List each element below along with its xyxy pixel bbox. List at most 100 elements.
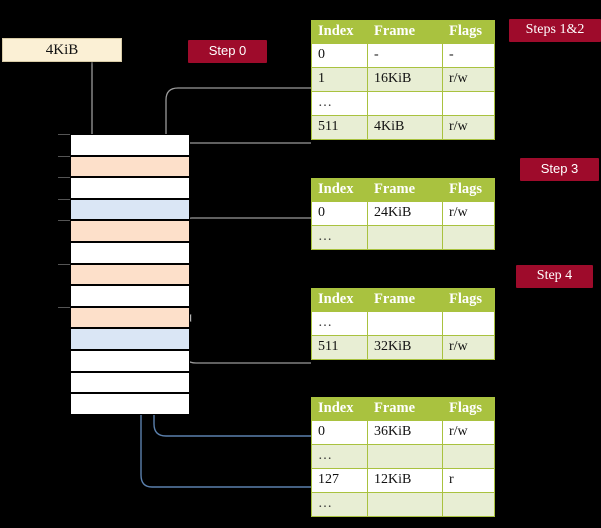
column-header-frame: Frame <box>367 20 443 44</box>
cell-flags: r/w <box>442 201 495 226</box>
cell-flags <box>442 444 495 469</box>
table-row: 511 4KiB r/w <box>311 115 495 140</box>
memory-frame-row <box>70 350 190 372</box>
column-header-flags: Flags <box>442 178 495 202</box>
table-header-row: Index Frame Flags <box>311 178 495 202</box>
cell-index: 1 <box>311 67 368 92</box>
column-header-flags: Flags <box>442 397 495 421</box>
cell-frame: 4KiB <box>367 115 443 140</box>
column-header-flags: Flags <box>442 20 495 44</box>
table-row: 0 24KiB r/w <box>311 201 495 226</box>
memory-frame-row <box>70 155 190 178</box>
table-row: … <box>311 311 495 336</box>
memory-frame-row <box>70 198 190 221</box>
memory-frame-row <box>70 306 190 329</box>
memory-tick-mark <box>58 198 70 200</box>
table-row: 0 - - <box>311 43 495 68</box>
cell-flags: r/w <box>442 115 495 140</box>
memory-frame-row <box>70 220 190 242</box>
frame-box-label: 4KiB <box>45 41 79 58</box>
badge-step-4-label: Step 4 <box>536 268 573 283</box>
frame-box-4kib: 4KiB <box>2 38 122 62</box>
table-row: … <box>311 91 495 116</box>
cell-index: … <box>311 492 368 517</box>
cell-index: 511 <box>311 115 368 140</box>
table-header-row: Index Frame Flags <box>311 397 495 421</box>
column-header-frame: Frame <box>367 178 443 202</box>
table-row: … <box>311 492 495 517</box>
cell-index: 0 <box>311 420 368 445</box>
table-header-row: Index Frame Flags <box>311 288 495 312</box>
memory-frame-row <box>70 328 190 350</box>
table-row: 127 12KiB r <box>311 468 495 493</box>
cell-index: … <box>311 444 368 469</box>
cell-flags: - <box>442 43 495 68</box>
cell-flags <box>442 492 495 517</box>
memory-tick-mark <box>58 220 70 222</box>
cell-flags <box>442 311 495 336</box>
cell-flags: r <box>442 468 495 493</box>
cell-flags <box>442 225 495 250</box>
cell-index: … <box>311 311 368 336</box>
badge-step-4: Step 4 <box>516 265 593 288</box>
memory-frame-row <box>70 134 190 156</box>
wire-t2row511-to-mem <box>183 314 311 364</box>
wire-t1row0-to-mem <box>180 217 311 272</box>
cell-index: 127 <box>311 468 368 493</box>
badge-step-0: Step 0 <box>188 40 267 63</box>
badge-steps-1-2: Steps 1&2 <box>509 19 601 42</box>
memory-frame-row <box>70 371 190 394</box>
column-header-index: Index <box>311 178 368 202</box>
memory-frame-row <box>70 242 190 264</box>
cell-frame <box>367 311 443 336</box>
cell-index: 511 <box>311 335 368 360</box>
table-row: … <box>311 444 495 469</box>
badge-steps-1-2-label: Steps 1&2 <box>525 22 585 37</box>
cell-index: 0 <box>311 201 368 226</box>
cell-frame: 32KiB <box>367 335 443 360</box>
column-header-index: Index <box>311 288 368 312</box>
cell-flags: r/w <box>442 420 495 445</box>
cell-frame: 24KiB <box>367 201 443 226</box>
cell-frame <box>367 492 443 517</box>
page-table-level-0: Index Frame Flags 0 - - 1 16KiB r/w … <box>311 20 495 140</box>
table-row: 511 32KiB r/w <box>311 335 495 360</box>
cell-flags: r/w <box>442 335 495 360</box>
memory-tick-mark <box>58 155 70 157</box>
cell-frame: 16KiB <box>367 67 443 92</box>
memory-tick-mark <box>58 134 70 135</box>
cell-frame <box>367 225 443 250</box>
cell-flags: r/w <box>442 67 495 92</box>
page-table-level-1: Index Frame Flags 0 24KiB r/w … <box>311 178 495 250</box>
page-table-level-2: Index Frame Flags … 511 32KiB r/w <box>311 288 495 360</box>
table-row: … <box>311 225 495 250</box>
memory-tick-mark <box>58 263 70 265</box>
cell-index: … <box>311 225 368 250</box>
cell-frame: 12KiB <box>367 468 443 493</box>
cell-index: … <box>311 91 368 116</box>
badge-step-3-label: Step 3 <box>540 161 579 176</box>
table-row: 0 36KiB r/w <box>311 420 495 445</box>
memory-tick-mark <box>58 306 70 308</box>
memory-frame-row <box>70 393 190 415</box>
column-header-index: Index <box>311 397 368 421</box>
column-header-index: Index <box>311 20 368 44</box>
column-header-flags: Flags <box>442 288 495 312</box>
cell-index: 0 <box>311 43 368 68</box>
column-header-frame: Frame <box>367 397 443 421</box>
cell-frame: - <box>367 43 443 68</box>
cell-flags <box>442 91 495 116</box>
memory-frame-row <box>70 285 190 307</box>
physical-memory-column <box>70 134 190 415</box>
memory-frame-row <box>70 177 190 199</box>
cell-frame <box>367 444 443 469</box>
column-header-frame: Frame <box>367 288 443 312</box>
cell-frame: 36KiB <box>367 420 443 445</box>
page-table-level-3: Index Frame Flags 0 36KiB r/w … 127 12Ki… <box>311 397 495 517</box>
badge-step-0-label: Step 0 <box>208 43 247 58</box>
memory-tick-mark <box>58 177 70 179</box>
table-row: 1 16KiB r/w <box>311 67 495 92</box>
cell-frame <box>367 91 443 116</box>
table-header-row: Index Frame Flags <box>311 20 495 44</box>
